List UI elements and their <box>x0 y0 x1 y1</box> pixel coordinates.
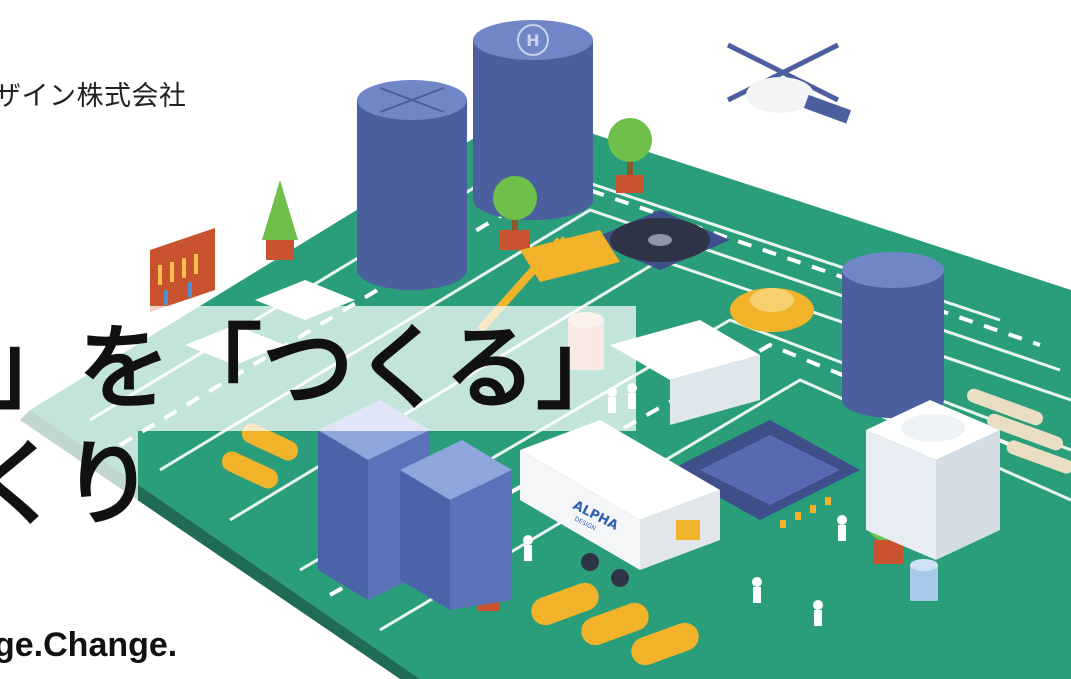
blue-transformer-right <box>400 440 512 610</box>
white-block <box>866 400 1000 560</box>
yellow-battery-row <box>531 582 699 666</box>
delivery-truck: ALPHA DESIGN <box>520 420 720 587</box>
company-name: ザイン株式会社 <box>0 81 187 112</box>
crane-platform <box>520 230 620 282</box>
yellow-connector <box>730 288 814 332</box>
headline-line-2: くり <box>0 430 155 538</box>
headline-backdrop-2 <box>0 431 138 531</box>
headline-line-1: 」を「つくる」 <box>0 314 629 422</box>
bookshelf <box>150 228 215 312</box>
tree-cone <box>262 180 298 260</box>
tagline: ge.Change. <box>0 626 178 664</box>
helipad-label: H <box>526 31 539 50</box>
tree-top <box>608 118 652 193</box>
heatsink-module <box>610 320 760 425</box>
tree-mid <box>493 176 537 250</box>
capacitor-left <box>357 80 467 290</box>
capacitor-right <box>842 252 944 418</box>
yellow-resistors <box>221 423 299 489</box>
helicopter <box>726 42 852 165</box>
striped-resistors <box>966 388 1071 474</box>
headline-backdrop-1 <box>0 306 636 431</box>
cooling-fan <box>590 210 730 270</box>
